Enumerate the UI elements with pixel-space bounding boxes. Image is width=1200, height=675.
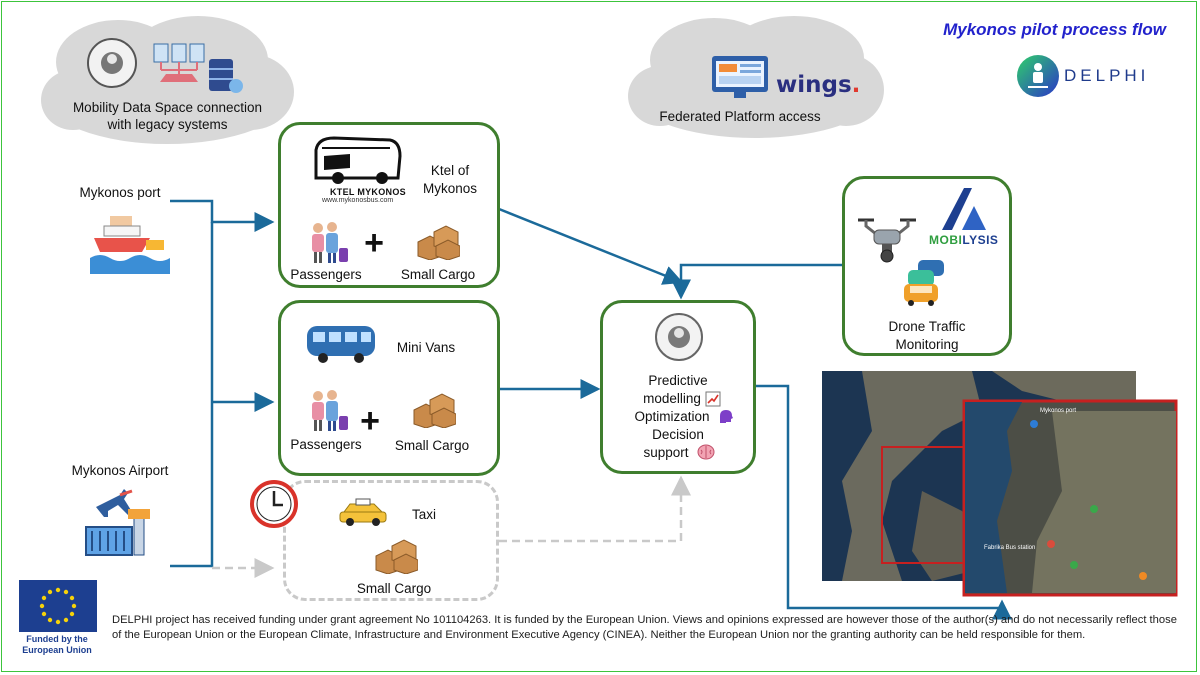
documents-icon bbox=[153, 43, 205, 82]
minivans-passengers-label: Passengers bbox=[290, 437, 362, 452]
brain-icon bbox=[697, 444, 715, 460]
mobilysis-logo-icon bbox=[942, 188, 986, 230]
map-label-fabrika: Fabrika Bus station bbox=[984, 545, 1035, 551]
airport-icon bbox=[85, 489, 150, 556]
taxi-cargo-label: Small Cargo bbox=[356, 581, 432, 596]
mobilysis-word-a: MOBI bbox=[929, 233, 963, 247]
minivans-passengers-icon bbox=[312, 390, 348, 431]
chart-increasing-icon bbox=[705, 391, 721, 407]
ktel-to-iccs-line bbox=[498, 207, 684, 285]
port-label: Mykonos port bbox=[79, 185, 161, 200]
iccs-logo-icon bbox=[655, 313, 703, 361]
map-label-port: Mykonos port bbox=[1040, 408, 1076, 414]
funding-disclaimer: DELPHI project has received funding unde… bbox=[112, 614, 1177, 642]
wings-word: wings bbox=[776, 72, 852, 98]
eu-caption-line1: Funded by the bbox=[26, 634, 88, 644]
iccs-line-decision: Decision bbox=[652, 427, 704, 442]
satellite-map: Mykonos port Fabrika Bus station bbox=[822, 371, 1178, 597]
minivans-plus: + bbox=[360, 402, 380, 440]
wings-dot: . bbox=[851, 72, 861, 98]
taxi-icon bbox=[339, 498, 387, 526]
head-icon bbox=[720, 410, 733, 423]
ktel-plus: + bbox=[364, 224, 384, 262]
taxi-box bbox=[283, 480, 499, 601]
drone-label-line1: Drone Traffic bbox=[888, 319, 966, 334]
ktel-label-line1: Ktel of bbox=[430, 163, 470, 178]
ktel-passengers-label: Passengers bbox=[290, 267, 362, 282]
airport-label: Mykonos Airport bbox=[71, 463, 169, 478]
eu-flag-icon bbox=[19, 580, 97, 632]
ktel-label-line2: Mykonos bbox=[422, 181, 478, 196]
iccs-line-predictive: Predictive bbox=[648, 373, 708, 388]
database-icon bbox=[209, 59, 243, 93]
ktel-bus-icon bbox=[314, 136, 402, 184]
mobilysis-wordmark: MOBILYSIS bbox=[929, 233, 998, 247]
iccs-line-optimization: Optimization bbox=[634, 409, 710, 424]
legacy-cloud-line1: Mobility Data Space connection bbox=[72, 100, 263, 115]
eu-funding-caption: Funded by the European Union bbox=[14, 634, 100, 656]
port-to-ktel-line bbox=[170, 199, 275, 232]
iccs-line-modelling: modelling bbox=[643, 391, 701, 406]
minivans-label: Mini Vans bbox=[396, 340, 456, 355]
drone-to-iccs-line bbox=[671, 263, 843, 300]
federated-cloud-label: Federated Platform access bbox=[659, 109, 821, 124]
iccs-to-map-line bbox=[755, 384, 1012, 620]
ktel-logo-text: KTEL MYKONOS bbox=[330, 187, 406, 197]
trunk-line bbox=[170, 222, 214, 568]
clock-icon bbox=[250, 480, 298, 528]
delphi-logo-icon bbox=[1017, 55, 1059, 97]
taxi-label: Taxi bbox=[411, 507, 436, 522]
traffic-cars-icon bbox=[904, 260, 944, 306]
legacy-cloud-line2: with legacy systems bbox=[107, 117, 228, 132]
wings-logo: wings. bbox=[776, 72, 860, 98]
ship-icon bbox=[90, 216, 170, 274]
eu-caption-line2: European Union bbox=[22, 645, 92, 655]
drone-icon bbox=[858, 218, 916, 263]
diagram-title: Mykonos pilot process flow bbox=[943, 20, 1166, 39]
iccs-line-support: support bbox=[643, 445, 689, 460]
delphi-wordmark: DELPHI bbox=[1064, 66, 1150, 85]
minivans-cargo-icon bbox=[413, 393, 456, 428]
iccs-seal-icon bbox=[87, 38, 137, 88]
cargo-boxes-icon bbox=[417, 225, 460, 260]
ktel-logo-url: www.mykonosbus.com bbox=[322, 197, 394, 204]
minivans-cargo-label: Small Cargo bbox=[394, 438, 470, 453]
mobilysis-word-b: LYSIS bbox=[962, 233, 999, 247]
drone-label-line2: Monitoring bbox=[895, 337, 959, 352]
taxi-cargo-icon bbox=[375, 539, 418, 574]
passengers-icon bbox=[312, 222, 348, 263]
taxi-to-iccs-line bbox=[499, 475, 691, 543]
web-platform-icon bbox=[712, 56, 768, 98]
ktel-cargo-label: Small Cargo bbox=[400, 267, 476, 282]
minivan-icon bbox=[307, 326, 375, 363]
